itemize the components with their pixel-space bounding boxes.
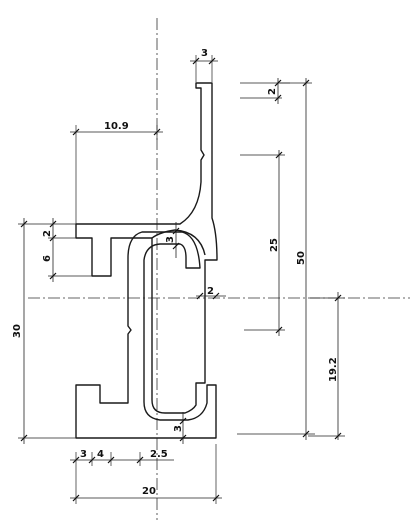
dim-body-height: 30 [12,324,23,338]
upper-member-neck [151,229,206,256]
dim-lower-height: 19.2 [328,357,339,382]
lower-member-outline [75,231,217,439]
dim-neck-web: 3 [165,236,176,243]
dim-middle-gap: 2 [207,286,214,297]
dim-base-b: 4 [97,449,104,460]
dim-bottom-thickness: 3 [173,425,184,432]
dim-total-height: 50 [296,251,307,265]
dim-base-c: 2.5 [150,449,168,460]
dim-notch-top: 2 [42,230,53,237]
dim-top-lip: 2 [267,88,278,95]
dim-top-width: 3 [201,48,208,59]
dim-notch-depth: 6 [42,255,53,262]
dim-flange-span: 10.9 [104,121,129,132]
dim-base-a: 3 [80,449,87,460]
dim-slot-length: 25 [269,238,280,252]
upper-member-outline [75,82,218,414]
dim-base-total: 20 [142,486,156,497]
